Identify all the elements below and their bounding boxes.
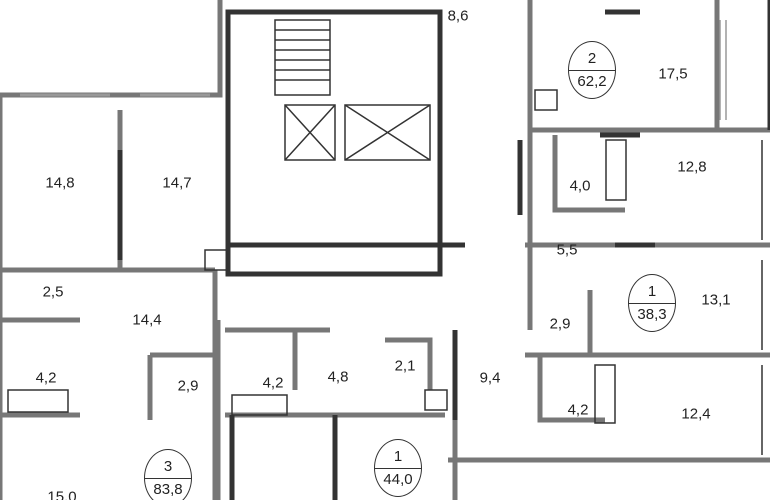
apartment-area: 38,3 [637,305,667,323]
apartment-badge: 2 62,2 [568,41,616,99]
room-area-label: 12,8 [677,158,707,176]
room-area-label: 14,8 [45,174,75,192]
room-area-label: 8,6 [447,7,469,25]
apartment-rooms: 1 [393,447,403,465]
room-area-label: 4,8 [327,368,349,386]
apartment-area: 83,8 [153,480,183,498]
room-area-label: 2,5 [42,283,64,301]
room-area-label: 2,9 [177,377,199,395]
apartment-badge: 1 38,3 [628,274,676,332]
badge-divider [145,477,191,479]
room-area-label: 4,2 [567,401,589,419]
apartment-rooms: 2 [587,49,597,67]
room-area-label: 4,2 [262,374,284,392]
room-area-label: 5,5 [556,241,578,259]
badge-divider [375,467,421,469]
room-area-label: 4,2 [35,369,57,387]
apartment-badge: 1 44,0 [374,439,422,497]
room-area-label: 14,4 [132,311,162,329]
apartment-rooms: 1 [647,282,657,300]
room-area-label: 14,7 [162,174,192,192]
room-area-label: 4,0 [569,177,591,195]
badge-divider [569,69,615,71]
room-area-label: 2,1 [394,357,416,375]
room-area-label: 17,5 [658,65,688,83]
room-area-label: 15,0 [47,488,77,500]
apartment-area: 62,2 [577,72,607,90]
apartment-rooms: 3 [163,457,173,475]
apartment-area: 44,0 [383,470,413,488]
apartment-badge: 3 83,8 [144,449,192,500]
room-area-label: 13,1 [701,291,731,309]
room-area-label: 2,9 [549,315,571,333]
badge-divider [629,302,675,304]
room-area-label: 12,4 [681,405,711,423]
room-area-label: 9,4 [479,369,501,387]
